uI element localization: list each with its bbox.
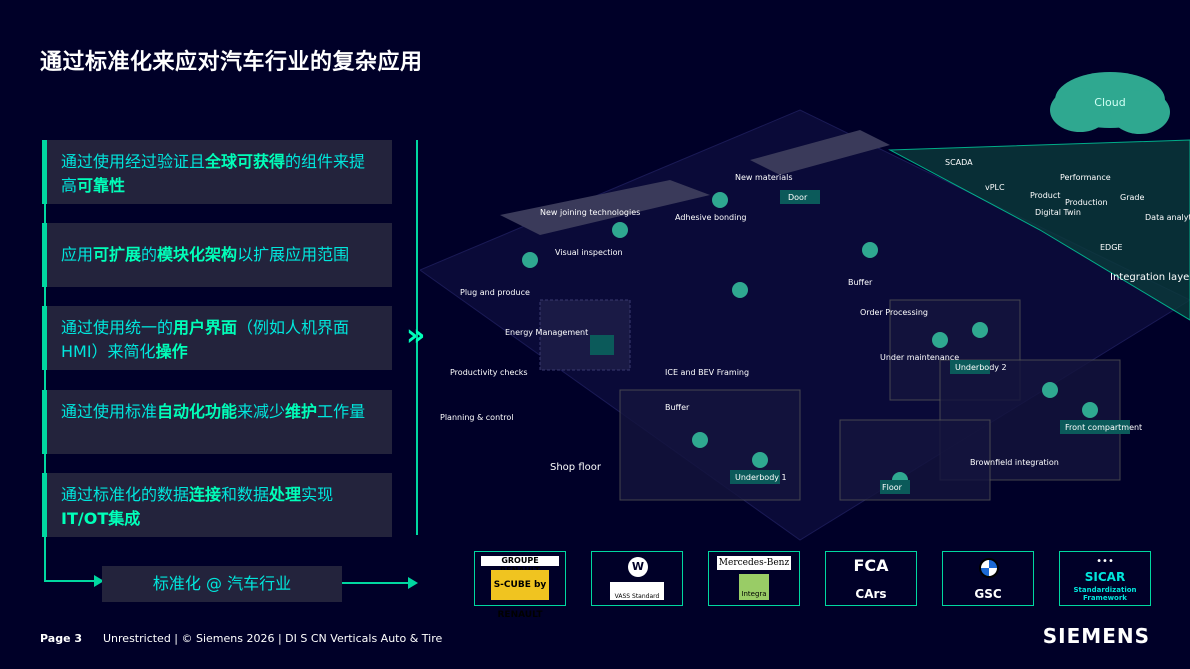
highlight-text: 自动化功能 [157,402,238,421]
body-text: 通过使用统一的 [61,318,174,337]
svg-text:Productivity checks: Productivity checks [450,368,528,377]
svg-text:Front compartment: Front compartment [1065,423,1142,432]
highlight-text: 操作 [155,342,188,361]
svg-text:Planning & control: Planning & control [440,413,514,422]
body-text: 和数据 [221,485,270,504]
highlight-text: 连接 [189,485,222,504]
arrow-right-icon [408,577,418,589]
benefit-card-scalability: 应用可扩展的模块化架构以扩展应用范围 [42,223,392,287]
bmw-icon [979,558,999,578]
body-text: 实现 [301,485,334,504]
svg-text:SCADA: SCADA [945,158,973,167]
chevron-right-icon: » [406,318,426,353]
svg-text:EDGE: EDGE [1100,243,1122,252]
logo-sicar: ••• SICAR Standardization Framework [1059,551,1151,606]
arrow-right-icon [94,575,104,587]
logo-bmw: GSC [942,551,1034,606]
highlight-text: 全球可获得 [205,152,286,171]
benefit-card-reliability: 通过使用经过验证且全球可获得的组件来提高可靠性 [42,140,392,204]
connector-line-bottom [44,580,104,582]
svg-text:Digital Twin: Digital Twin [1035,208,1081,217]
benefit-card-ui: 通过使用统一的用户界面（例如人机界面HMI）来简化操作 [42,306,392,370]
svg-text:New materials: New materials [735,173,793,182]
logo-volkswagen: W VASS Standard [591,551,683,606]
connector-line-right [342,582,412,584]
body-text: 以扩展应用范围 [237,245,350,264]
body-text: 的 [141,245,158,264]
svg-text:Door: Door [788,193,808,202]
highlight-text: 可扩展 [93,245,142,264]
factory-diagram: Cloud New joining technologies Adhesive … [420,72,1190,541]
highlight-text: 模块化架构 [157,245,238,264]
body-text: （例如人机界面HMI）来简化 [61,318,350,361]
siemens-logo: SIEMENS [1042,624,1150,648]
svg-text:Buffer: Buffer [665,403,690,412]
svg-text:Under maintenance: Under maintenance [880,353,959,362]
svg-text:Underbody 2: Underbody 2 [955,363,1007,372]
page-number: Page 3 [40,632,83,645]
svg-text:Underbody 1: Underbody 1 [735,473,787,482]
page-title: 通过标准化来应对汽车行业的复杂应用 [40,50,423,75]
logo-groupe-renault: GROUPE RENAULT S-CUBE by RENAULT [474,551,566,620]
body-text: 应用 [61,245,94,264]
svg-text:Energy Management: Energy Management [505,328,588,337]
svg-text:ICE and BEV Framing: ICE and BEV Framing [665,368,749,377]
svg-text:Integration layer: Integration layer [1110,272,1190,283]
svg-text:Data analytics: Data analytics [1145,213,1190,222]
svg-text:Buffer: Buffer [848,278,873,287]
footer-info: Unrestricted | © Siemens 2026 | DI S CN … [103,632,443,645]
svg-text:Shop floor: Shop floor [550,462,602,473]
benefit-card-itot: 通过标准化的数据连接和数据处理实现 IT/OT集成 [42,473,392,537]
body-text: 来减少 [237,402,286,421]
cloud-icon [1050,72,1170,134]
vw-icon: W [628,557,648,577]
body-text: 通过使用标准 [61,402,158,421]
highlight-text: 维护 [285,402,318,421]
body-text: 通过标准化的数据 [61,485,190,504]
logo-mercedes-benz: Mercedes-Benz Integra [708,551,800,606]
body-text: 的组件来提高 [61,152,366,195]
highlight-text: 可靠性 [77,176,126,195]
standardization-box: 标准化 @ 汽车行业 [102,566,342,602]
svg-text:Grade: Grade [1120,193,1144,202]
svg-text:New joining technologies: New joining technologies [540,208,640,217]
highlight-text: IT/OT集成 [61,509,141,528]
svg-text:Visual inspection: Visual inspection [555,248,623,257]
svg-text:Floor: Floor [882,483,903,492]
svg-text:Product: Product [1030,191,1060,200]
svg-text:Brownfield integration: Brownfield integration [970,458,1059,467]
svg-text:Order Processing: Order Processing [860,308,928,317]
svg-text:Adhesive bonding: Adhesive bonding [675,213,746,222]
highlight-text: 处理 [269,485,302,504]
svg-text:Plug and produce: Plug and produce [460,288,530,297]
highlight-text: 用户界面 [173,318,238,337]
body-text: 通过使用经过验证且 [61,152,206,171]
benefit-card-maintenance: 通过使用标准自动化功能来减少维护工作量 [42,390,392,454]
logo-fca: FCA CArs [825,551,917,606]
svg-text:Performance: Performance [1060,173,1111,182]
svg-text:Production: Production [1065,198,1108,207]
body-text: 工作量 [317,402,366,421]
cloud-label: Cloud [1094,96,1125,109]
svg-text:vPLC: vPLC [985,183,1005,192]
connector-line-mid [416,140,418,535]
